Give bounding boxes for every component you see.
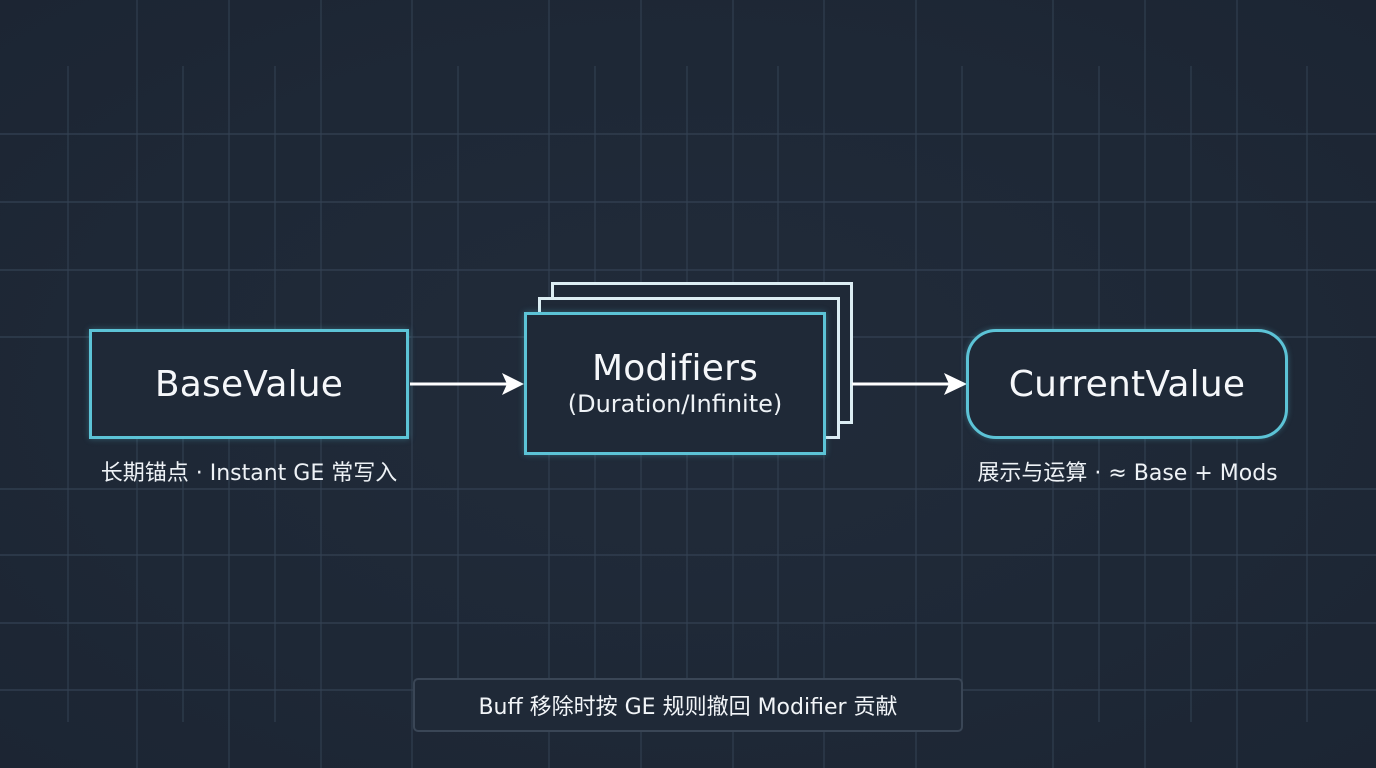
modifiers-subtitle: (Duration/Infinite) (567, 389, 783, 418)
arrow-base-to-modifiers (410, 373, 524, 395)
basevalue-title: BaseValue (154, 363, 344, 405)
basevalue-caption: 长期锚点 · Instant GE 常写入 (100, 461, 398, 486)
arrow-modifiers-to-current (852, 373, 967, 395)
modifiers-node: Modifiers (Duration/Infinite) (524, 312, 826, 455)
basevalue-node: BaseValue (89, 329, 409, 439)
buff-removal-note: Buff 移除时按 GE 规则撤回 Modifier 贡献 (413, 678, 963, 732)
currentvalue-title: CurrentValue (1008, 363, 1246, 405)
buff-removal-note-text: Buff 移除时按 GE 规则撤回 Modifier 贡献 (478, 695, 898, 720)
modifiers-title: Modifiers (591, 347, 759, 389)
currentvalue-caption: 展示与运算 · ≈ Base + Mods (977, 461, 1278, 486)
currentvalue-node: CurrentValue (966, 329, 1288, 439)
